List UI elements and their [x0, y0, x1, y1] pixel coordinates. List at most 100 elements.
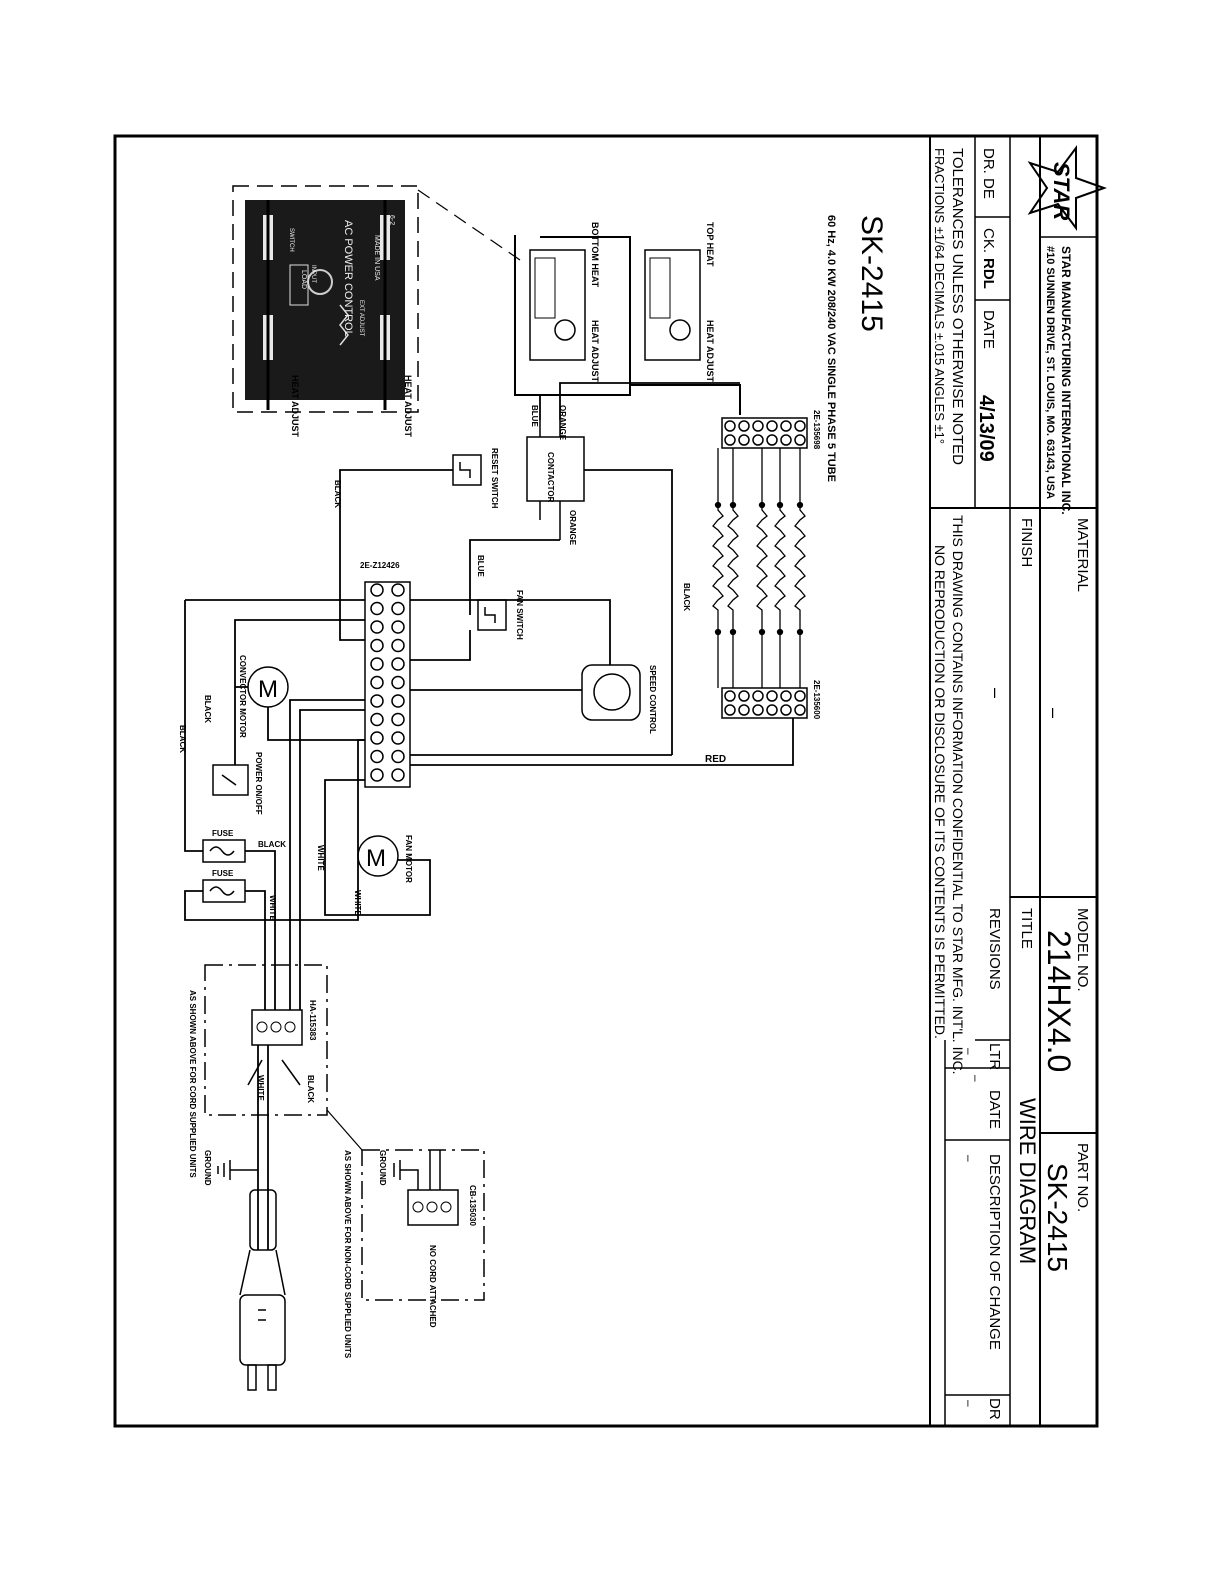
company-address: #10 SUNNEN DRIVE, ST. LOUIS, MO. 63143, …: [1044, 246, 1056, 499]
wire-labels: BLUE ORANGE ORANGE BLUE BLACK BLACK BLAC…: [178, 405, 726, 921]
fan-switch: [477, 599, 507, 631]
col-date: DATE: [986, 1090, 1003, 1129]
finish-label: FINISH: [1018, 518, 1035, 567]
model-label: MODEL NO.: [1074, 908, 1091, 992]
rev-date: –: [969, 1075, 983, 1082]
fuse-1-label: FUSE: [212, 829, 234, 838]
terminal-screw: [766, 420, 778, 432]
fan-switch-label: FAN SWITCH: [515, 590, 524, 640]
contactor-label: CONTACTOR: [546, 452, 555, 503]
terminal-screw: [370, 583, 384, 597]
tolerance-line-2: FRACTIONS ±1/64 DECIMALS ±.015 ANGLES ±1…: [932, 148, 947, 444]
title-value: WIRE DIAGRAM: [1015, 1098, 1040, 1264]
wire-label-black-1: BLACK: [333, 480, 342, 508]
title-block: [929, 136, 1097, 1426]
top-heat-control: [629, 249, 741, 415]
rev-dr: –: [962, 1400, 976, 1407]
wire-label-black-3: BLACK: [203, 695, 212, 723]
heater-lead-dot: [776, 628, 784, 636]
title-block-text: STAR MANUFACTURING INTERNATIONAL INC. #1…: [932, 148, 1091, 1420]
terminal-screw: [766, 704, 778, 716]
confidential-line-1: THIS DRAWING CONTAINS INFORMATION CONFID…: [950, 515, 966, 1075]
terminal-screw: [794, 420, 806, 432]
heating-element: [794, 448, 806, 688]
rev-ltr: –: [962, 1048, 976, 1055]
noncord-supply-section: [361, 1149, 485, 1301]
wire-label-black-4: BLACK: [178, 725, 187, 753]
wire-label-blue-1: BLUE: [530, 405, 539, 427]
power-plug: [239, 1189, 286, 1391]
terminal-screw: [780, 690, 792, 702]
svg-text:M: M: [366, 845, 386, 872]
heater-lead-dot: [796, 501, 804, 509]
terminal-screw: [752, 704, 764, 716]
heater-lead-dot: [758, 501, 766, 509]
terminal-screw: [370, 601, 384, 616]
inset-ext: EXT ADJUST: [358, 300, 364, 337]
terminal-screw: [738, 420, 750, 432]
ground-label-cord: GROUND: [203, 1150, 212, 1186]
speed-control-label: SPEED CONTROL: [648, 665, 657, 734]
company-name: STAR MANUFACTURING INTERNATIONAL INC.: [1059, 246, 1073, 515]
inset-heat-adjust-2: HEAT ADJUST: [403, 375, 413, 438]
heater-lead-dot: [729, 628, 737, 636]
terminal-screw: [391, 657, 405, 671]
checked-label: CK.: [980, 228, 997, 253]
cord-block-label: HA-115383: [308, 1000, 317, 1041]
model-value: 214HX4.0: [1041, 930, 1077, 1072]
terminal-screw: [752, 690, 764, 702]
wire-label-orange-2: ORANGE: [568, 510, 577, 546]
terminal-screw: [724, 690, 736, 702]
terminal-screw: [370, 638, 384, 653]
terminal-block-a: [721, 417, 808, 449]
terminal-screw: [370, 675, 384, 690]
terminal-screw: [391, 675, 405, 690]
date-label: DATE: [980, 310, 997, 349]
logo-text: STAR: [1049, 162, 1074, 220]
terminal-screw: [391, 694, 405, 708]
terminal-screw: [738, 434, 750, 446]
material-value: –: [1044, 708, 1064, 718]
convector-motor: M: [247, 666, 289, 708]
terminal-screw: [391, 601, 405, 616]
wire-label-black-2: BLACK: [682, 583, 691, 611]
sheet-title: SK-2415: [855, 215, 888, 332]
terminal-screw: [752, 420, 764, 432]
cord-white-label: WHITE: [256, 1075, 265, 1101]
power-control-inset: AC POWER CONTROL MADE IN USA SWITCH INPU…: [232, 185, 521, 438]
heater-lead-dot: [714, 628, 722, 636]
svg-text:M: M: [258, 676, 278, 703]
wiring: [184, 382, 794, 1250]
rev-desc: –: [962, 1155, 976, 1162]
terminal-screw: [794, 690, 806, 702]
terminal-screw: [370, 749, 384, 764]
heating-element: [712, 448, 724, 688]
col-ltr: LTR: [986, 1043, 1003, 1070]
inset-load: LOAD: [300, 270, 307, 289]
main-terminal-block: [364, 581, 411, 788]
inset-made: MADE IN USA: [373, 235, 380, 281]
inset-input: INPUT: [310, 265, 316, 283]
terminal-screw: [780, 434, 792, 446]
convector-motor-label: CONVECTOR MOTOR: [238, 655, 247, 738]
top-heat-label: TOP HEAT: [705, 222, 715, 267]
wire-label-white-3: WHITE: [268, 895, 277, 921]
wire-label-blue-2: BLUE: [476, 555, 485, 577]
terminal-screw: [391, 768, 405, 782]
terminal-block-b: [721, 687, 808, 719]
cord-supply-section: [204, 964, 363, 1151]
wire-label-white-1: WHITE: [316, 845, 325, 871]
cord-note: AS SHOWN ABOVE FOR CORD SUPPLIED UNITS: [188, 990, 197, 1178]
bottom-heat-adjust: HEAT ADJUST: [590, 320, 600, 383]
cord-black-label: BLACK: [306, 1075, 315, 1103]
part-value: SK-2415: [1042, 1163, 1073, 1272]
terminal-screw: [724, 420, 736, 432]
terminal-screw: [391, 731, 405, 745]
terminal-screw: [766, 434, 778, 446]
terminal-screw: [724, 434, 736, 446]
terminal-screw: [738, 690, 750, 702]
fuse-2: [202, 879, 246, 903]
terminal-screw: [780, 420, 792, 432]
